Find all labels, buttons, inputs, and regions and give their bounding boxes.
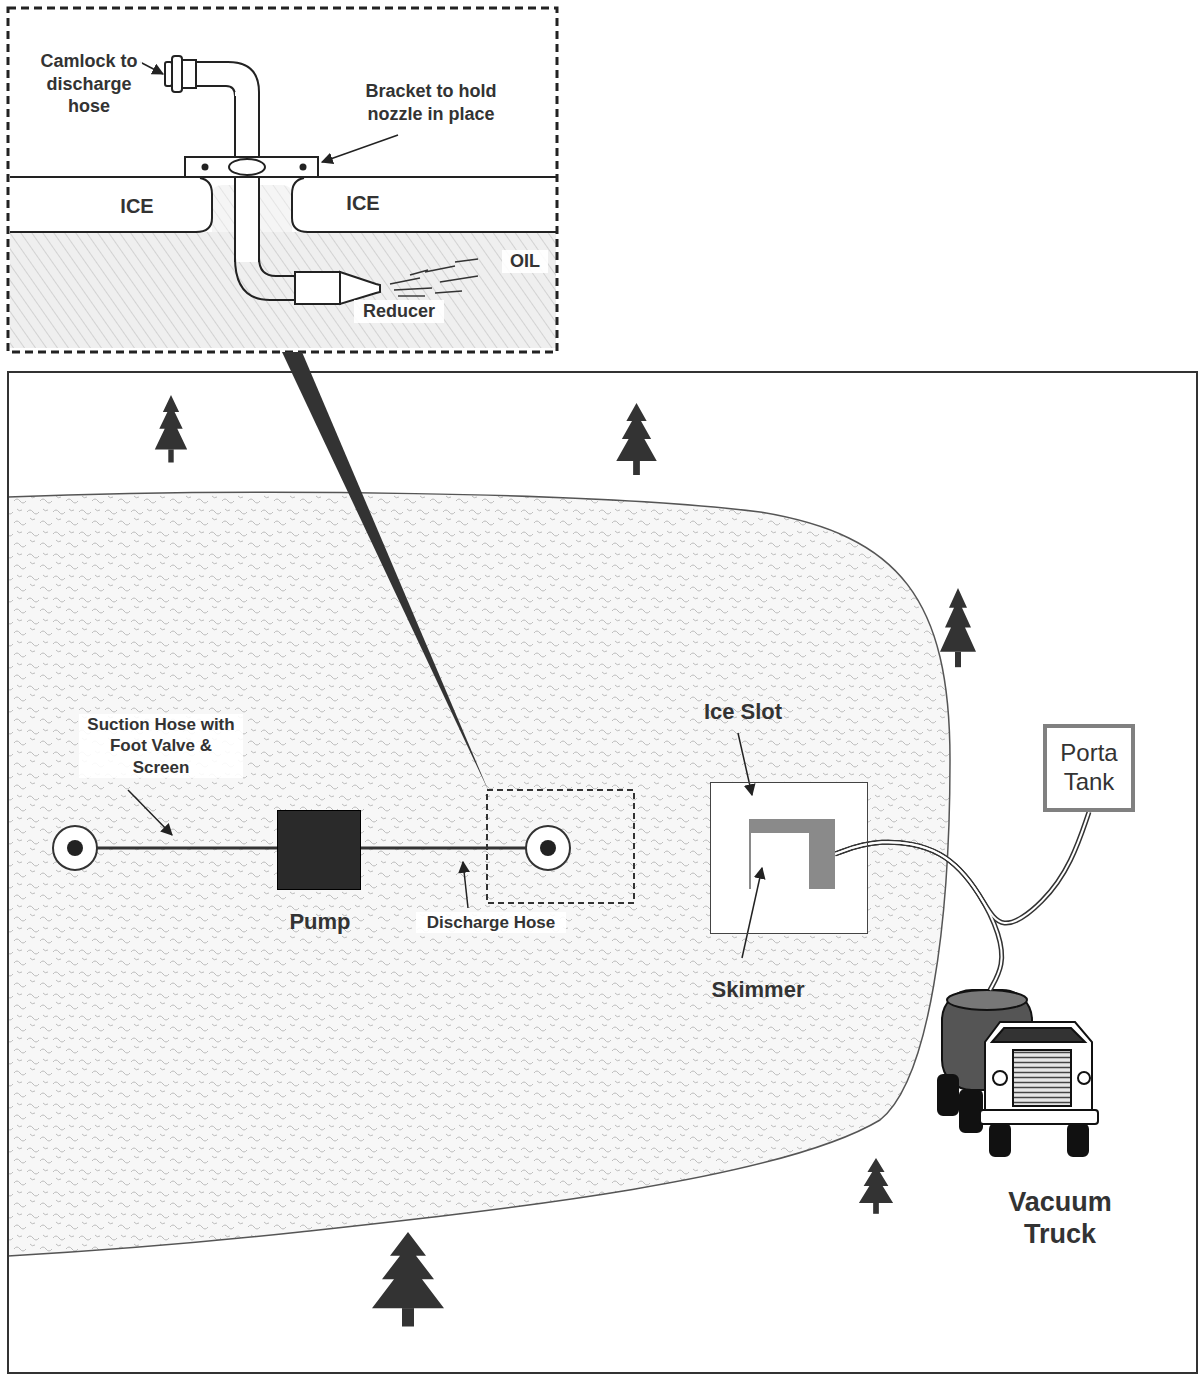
bracket-part — [300, 164, 307, 171]
vacuum-truck: Vacuum Truck — [935, 990, 1135, 1252]
oil-spray-part — [425, 266, 455, 272]
camlock-part — [165, 62, 172, 86]
node-label: Pump — [248, 909, 392, 935]
vacuum-truck-drawing-part — [960, 1090, 982, 1132]
bracket-part — [229, 159, 265, 175]
hose-line — [835, 812, 1089, 923]
pump-hoses-part — [67, 840, 83, 856]
vacuum-truck-drawing-part — [1068, 1124, 1088, 1156]
part-label: Suction Hose with Foot Valve & Screen — [79, 714, 243, 778]
pump-hoses-part — [53, 826, 97, 870]
oil-spray-part — [394, 288, 432, 290]
leader-line — [140, 62, 163, 74]
trees-part — [940, 588, 976, 667]
trees-part — [155, 395, 187, 463]
bracket-part — [185, 157, 318, 177]
oil-spray-part — [410, 270, 428, 275]
trees-part — [859, 1158, 893, 1214]
ice-slot: Ice SlotSkimmer — [710, 782, 868, 934]
reducer-nozzle — [340, 272, 380, 304]
leader-line — [463, 862, 468, 908]
camlock-part — [172, 56, 182, 92]
zoom-wedge — [282, 352, 489, 792]
leader-line — [738, 733, 752, 795]
layer-label: OIL — [502, 250, 548, 273]
ice-block — [10, 178, 212, 232]
node-label: Ice Slot — [679, 699, 807, 725]
leader-line — [322, 135, 398, 162]
bracket — [185, 157, 318, 177]
oil-spray-part — [390, 278, 420, 284]
node-label: Vacuum Truck — [987, 1186, 1133, 1251]
inset-cross-section — [8, 8, 557, 352]
ice-slot-ground — [710, 782, 868, 934]
node-label: Porta Tank — [1054, 739, 1124, 797]
oil-spray — [390, 259, 478, 296]
site-plan — [8, 352, 1197, 1373]
ice-block — [292, 178, 556, 232]
reducer-body — [295, 272, 340, 304]
camlock — [165, 56, 196, 92]
part-label: Reducer — [354, 300, 444, 323]
inset-cross-section-part — [10, 10, 556, 350]
vacuum-truck-drawing — [938, 990, 1098, 1156]
trees-part — [372, 1232, 444, 1327]
leader-line — [128, 790, 172, 835]
pump-hoses-part — [360, 847, 526, 850]
vacuum-truck-drawing-part — [990, 1124, 1010, 1156]
pump-hoses-part — [540, 840, 556, 856]
bracket-part — [202, 164, 209, 171]
hose-core — [835, 842, 1002, 990]
vacuum-truck-drawing-part — [992, 1028, 1085, 1042]
leader-line — [742, 868, 762, 958]
part-label: Bracket to hold nozzle in place — [355, 80, 507, 125]
trees-part — [616, 403, 657, 475]
oil-spray-part — [398, 295, 425, 296]
camlock-part — [182, 60, 196, 88]
layer-label: ICE — [110, 194, 164, 219]
vacuum-truck-drawing-part — [938, 1075, 958, 1115]
part-label: Camlock to discharge hose — [36, 50, 142, 118]
part-label: Discharge Hose — [416, 912, 566, 933]
inset-frame — [8, 8, 557, 352]
hose-line — [835, 842, 1002, 990]
pump-hoses-part — [97, 847, 278, 850]
pump-box: Pump — [277, 810, 361, 890]
vacuum-truck-drawing-part — [980, 1110, 1098, 1124]
vacuum-truck-drawing-part — [1078, 1072, 1090, 1084]
hose-core — [835, 812, 1089, 923]
layer-label: ICE — [336, 191, 390, 216]
pump-hoses-part — [526, 826, 570, 870]
vacuum-truck-drawing-part — [993, 1071, 1007, 1085]
oil-layer — [10, 232, 556, 348]
node-label: Skimmer — [689, 977, 827, 1003]
vacuum-truck-drawing-part — [947, 990, 1027, 1010]
vacuum-truck-drawing-part — [1013, 1050, 1071, 1106]
oil-spray-part — [455, 259, 478, 262]
pipe-elbow — [235, 258, 296, 300]
oil-spray-part — [435, 291, 462, 293]
vacuum-truck-drawing-part — [985, 1022, 1092, 1112]
detail-box — [487, 790, 634, 903]
pump-hoses — [53, 826, 570, 870]
map-frame — [8, 372, 1197, 1373]
porta-tank: Porta Tank — [1043, 724, 1135, 812]
skimmer: Skimmer — [749, 819, 835, 889]
trees — [155, 395, 976, 1327]
oil-spray-part — [440, 276, 478, 282]
oil-slick — [8, 492, 950, 1256]
